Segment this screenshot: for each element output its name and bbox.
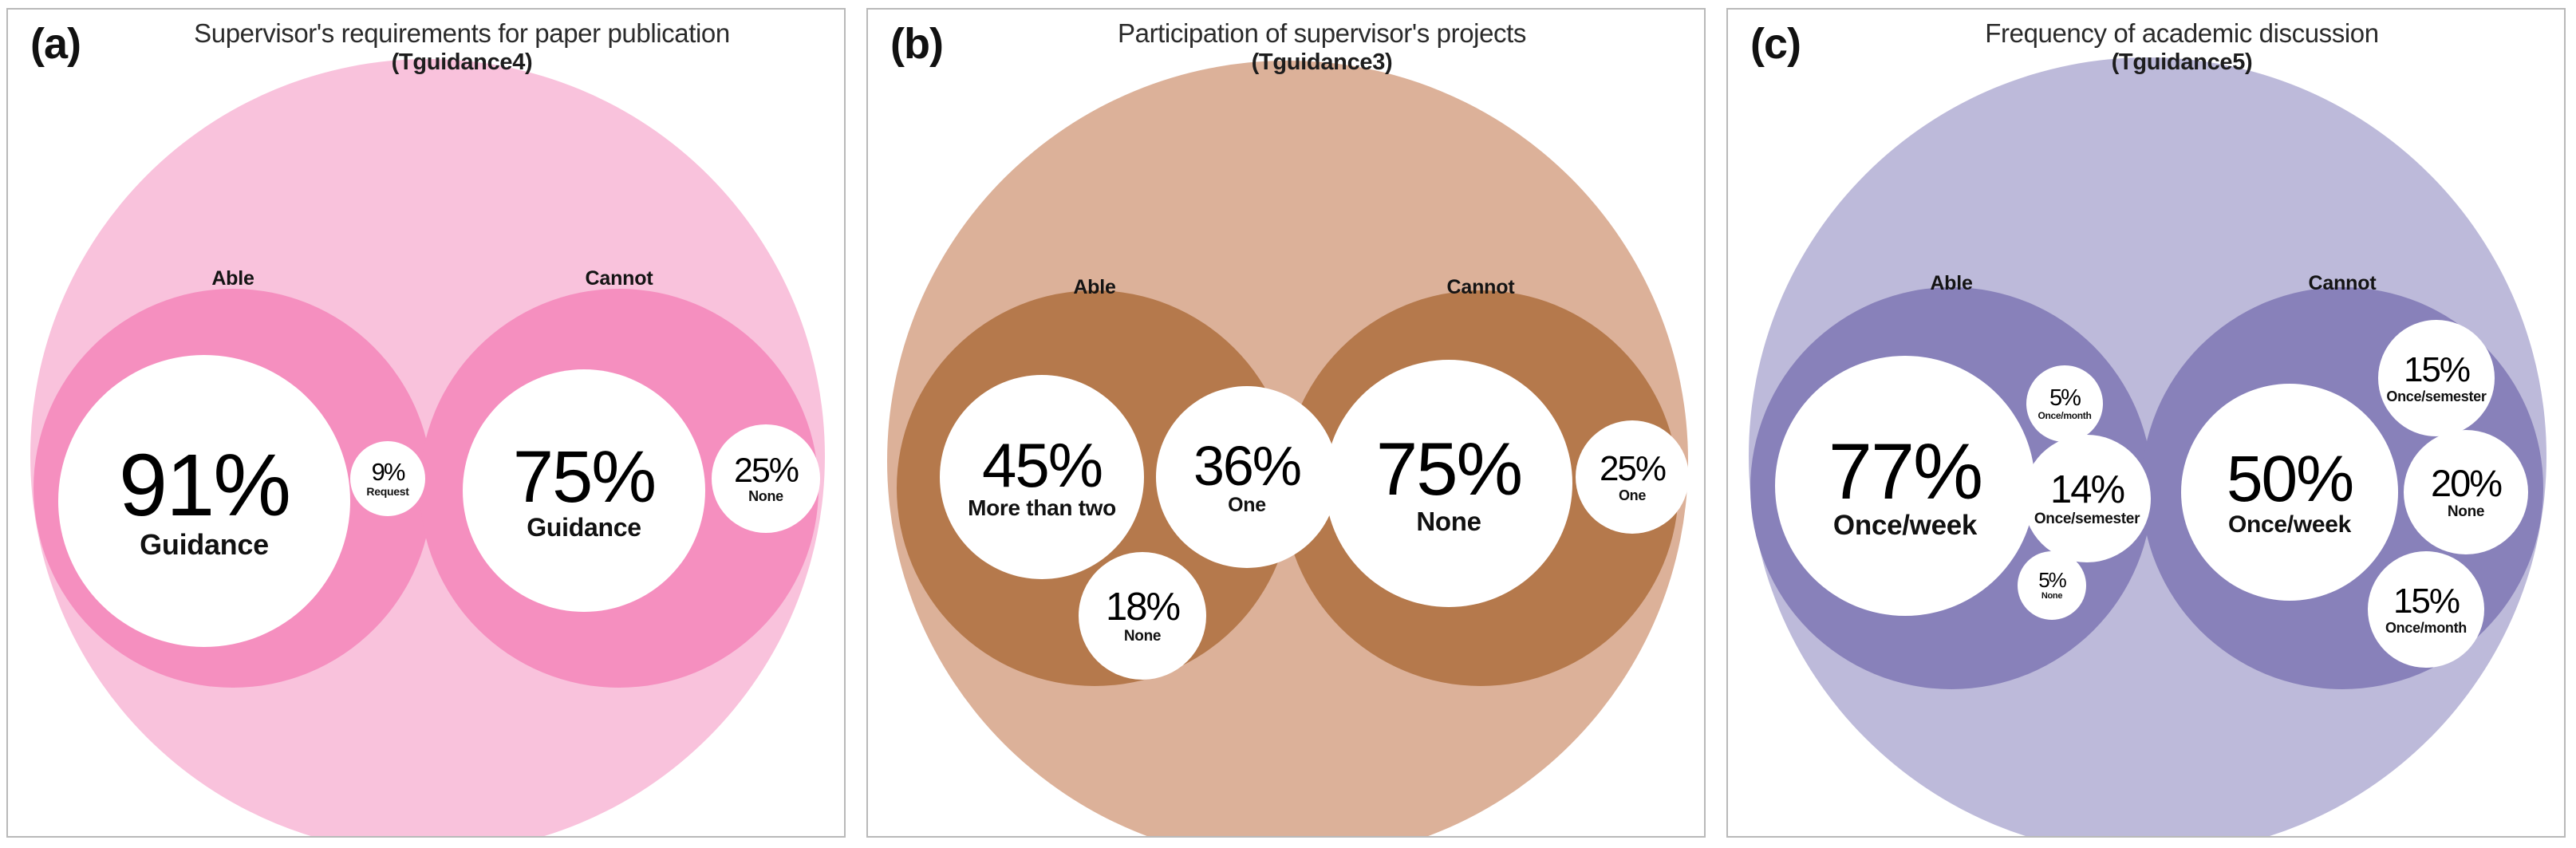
panel-letter: (a) bbox=[30, 20, 81, 68]
leaf-bubble: 77%Once/week bbox=[1775, 356, 2035, 616]
leaf-percentage: 75% bbox=[512, 436, 657, 518]
leaf-label: None bbox=[1123, 627, 1162, 645]
leaf-bubble: 20%None bbox=[2404, 430, 2528, 554]
leaf-label: Request bbox=[366, 485, 409, 499]
leaf-label: None bbox=[748, 488, 783, 505]
leaf-label: None bbox=[1416, 506, 1481, 536]
panel-b: (b) Participation of supervisor's project… bbox=[866, 8, 1706, 838]
leaf-percentage: 15% bbox=[2393, 582, 2460, 621]
panel-title-variable: (Tguidance4) bbox=[391, 49, 533, 75]
group-label: Cannot bbox=[2308, 272, 2377, 294]
leaf-percentage: 45% bbox=[981, 429, 1103, 500]
leaf-bubble: 15%Once/month bbox=[2368, 551, 2484, 668]
leaf-percentage: 15% bbox=[2403, 350, 2471, 390]
group-label: Able bbox=[211, 267, 254, 290]
leaf-percentage: 5% bbox=[2049, 385, 2081, 411]
leaf-label: Guidance bbox=[140, 527, 269, 561]
leaf-percentage: 25% bbox=[1599, 449, 1667, 489]
leaf-label: One bbox=[1228, 493, 1266, 516]
panel-title: Frequency of academic discussion(Tguidan… bbox=[1824, 18, 2540, 77]
leaf-label: Guidance bbox=[527, 513, 641, 542]
group-label: Cannot bbox=[585, 267, 653, 290]
group-label: Able bbox=[1930, 272, 1973, 294]
leaf-percentage: 36% bbox=[1193, 435, 1302, 498]
leaf-label: None bbox=[2447, 503, 2485, 520]
leaf-label: More than two bbox=[968, 495, 1116, 521]
leaf-label: Once/semester bbox=[2034, 510, 2140, 527]
panel-title: Participation of supervisor's projects(T… bbox=[964, 18, 1680, 77]
leaf-label: Once/month bbox=[2038, 410, 2092, 422]
leaf-label: Once/week bbox=[1832, 510, 1978, 541]
leaf-label: Once/week bbox=[2227, 511, 2352, 538]
leaf-label: One bbox=[1618, 487, 1647, 503]
panel-title-main: Frequency of academic discussion bbox=[1985, 18, 2379, 48]
leaf-bubble: 25%One bbox=[1576, 420, 1689, 534]
leaf-percentage: 9% bbox=[371, 457, 406, 486]
leaf-bubble: 5%Once/month bbox=[2026, 365, 2103, 442]
leaf-bubble: 75%Guidance bbox=[463, 369, 705, 612]
leaf-percentage: 25% bbox=[733, 451, 799, 490]
leaf-bubble: 15%Once/semester bbox=[2378, 320, 2495, 436]
leaf-label: Once/month bbox=[2385, 619, 2467, 636]
group-label: Able bbox=[1073, 276, 1116, 298]
leaf-bubble: 36%One bbox=[1156, 386, 1338, 568]
leaf-percentage: 20% bbox=[2430, 462, 2503, 505]
leaf-percentage: 50% bbox=[2226, 442, 2354, 515]
leaf-bubble: 5%None bbox=[2018, 551, 2086, 620]
leaf-percentage: 5% bbox=[2038, 567, 2067, 592]
panel-title-main: Participation of supervisor's projects bbox=[1118, 18, 1526, 48]
leaf-bubble: 75%None bbox=[1325, 360, 1572, 607]
leaf-bubble: 18%None bbox=[1079, 552, 1206, 680]
panel-c: (c) Frequency of academic discussion(Tgui… bbox=[1726, 8, 2566, 838]
panel-title-variable: (Tguidance5) bbox=[2111, 49, 2253, 75]
leaf-bubble: 25%None bbox=[712, 424, 820, 533]
leaf-bubble: 14%Once/semester bbox=[2023, 435, 2151, 562]
leaf-percentage: 77% bbox=[1828, 426, 1983, 515]
group-label: Cannot bbox=[1446, 276, 1515, 298]
leaf-label: Once/semester bbox=[2386, 388, 2487, 404]
panel-title: Supervisor's requirements for paper publ… bbox=[104, 18, 820, 77]
leaf-percentage: 18% bbox=[1105, 586, 1181, 629]
panel-title-main: Supervisor's requirements for paper publ… bbox=[194, 18, 730, 48]
leaf-bubble: 9%Request bbox=[350, 441, 425, 516]
leaf-bubble: 45%More than two bbox=[940, 375, 1144, 579]
panel-a: (a) Supervisor's requirements for paper p… bbox=[6, 8, 846, 838]
panel-letter: (c) bbox=[1750, 20, 1801, 68]
leaf-bubble: 91%Guidance bbox=[58, 355, 350, 647]
leaf-label: None bbox=[2041, 591, 2063, 601]
leaf-percentage: 14% bbox=[2049, 468, 2125, 512]
leaf-percentage: 91% bbox=[118, 436, 291, 535]
panel-title-variable: (Tguidance3) bbox=[1251, 49, 1393, 75]
leaf-percentage: 75% bbox=[1375, 427, 1523, 511]
panel-letter: (b) bbox=[890, 20, 944, 68]
leaf-bubble: 50%Once/week bbox=[2181, 384, 2398, 601]
